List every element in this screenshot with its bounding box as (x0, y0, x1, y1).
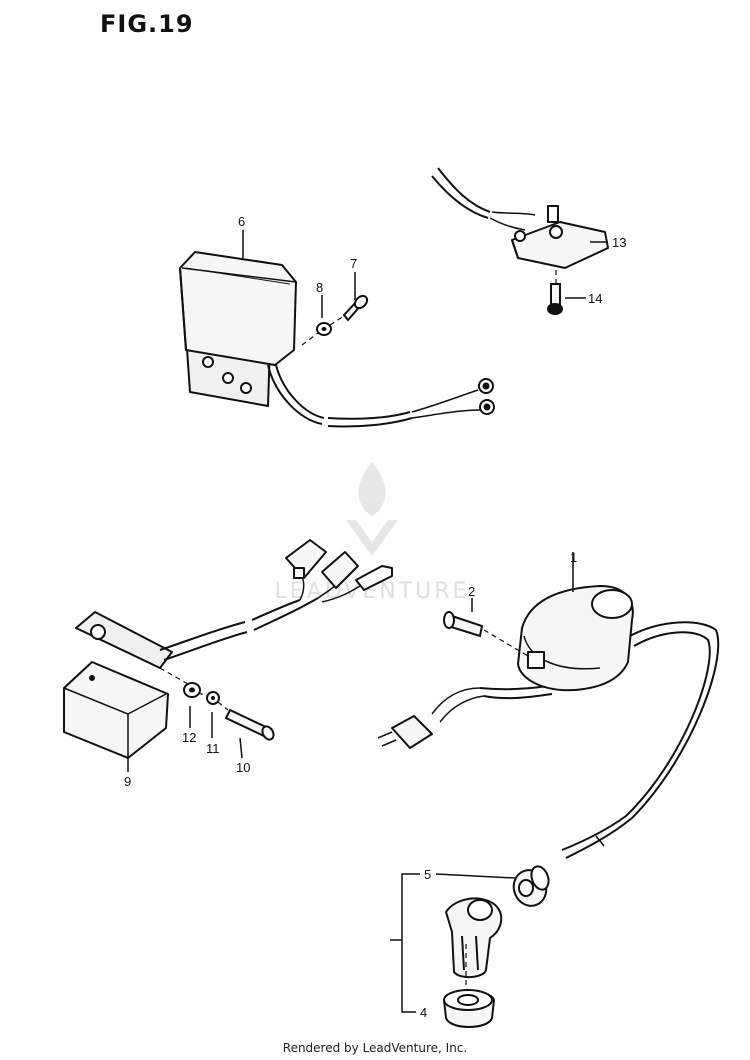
part-5-cap (512, 865, 550, 907)
callout-5: 5 (424, 867, 431, 882)
part-6-regulator (179, 251, 495, 428)
part-12-washer (183, 682, 201, 698)
callout-13: 13 (612, 235, 626, 250)
part-11-lockwasher (206, 691, 220, 705)
part-1-ignition-coil (377, 585, 720, 859)
callout-12: 12 (182, 730, 196, 745)
footer-credit: Rendered by LeadVenture, Inc. (282, 1041, 468, 1055)
callout-11: 11 (206, 741, 220, 756)
figure-title: FIG.19 (100, 10, 194, 38)
watermark-flame-icon (358, 462, 386, 516)
part-14-screw (547, 283, 563, 315)
watermark-v-icon (346, 520, 398, 556)
callout-8: 8 (316, 280, 323, 295)
callout-4: 4 (420, 1005, 427, 1020)
callouts: 6 8 7 13 14 1 2 12 11 10 9 5 4 (124, 214, 626, 1020)
callout-9: 9 (124, 774, 131, 789)
callout-2: 2 (468, 584, 475, 599)
callout-1: 1 (570, 550, 577, 565)
part-7-screw (342, 294, 369, 322)
part-10-bolt (224, 708, 275, 741)
part-3-boot (445, 897, 503, 978)
callout-7: 7 (350, 256, 357, 271)
part-13-sensor (431, 167, 609, 269)
part-2-bolt (443, 611, 484, 638)
callout-10: 10 (236, 760, 250, 775)
part-8-washer (316, 322, 332, 336)
leader-lines (127, 230, 608, 1013)
dashed-alignment (159, 270, 557, 990)
callout-14: 14 (588, 291, 602, 306)
callout-6: 6 (238, 214, 245, 229)
part-9-cdi-unit (63, 539, 393, 759)
part-4-plug-cap (442, 989, 496, 1028)
